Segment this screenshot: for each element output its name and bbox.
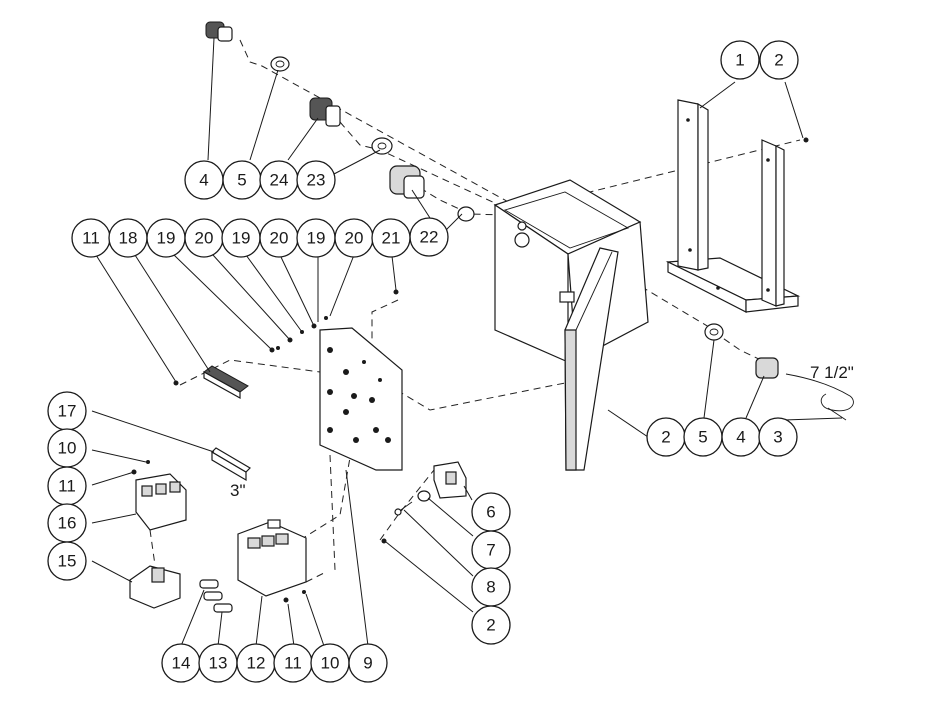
svg-text:10: 10 (58, 439, 77, 458)
cable-length-dimension: 7 1/2" (810, 363, 854, 382)
balloon-11: 11 (71, 218, 111, 258)
svg-text:18: 18 (119, 229, 138, 248)
svg-text:24: 24 (270, 171, 289, 190)
balloon-18: 18 (108, 218, 148, 258)
small-hardware (131, 137, 809, 603)
svg-text:9: 9 (363, 654, 372, 673)
svg-text:12: 12 (247, 654, 266, 673)
transformer (237, 519, 307, 597)
svg-text:11: 11 (82, 229, 100, 248)
cable-gland-24 (309, 97, 341, 127)
locknut-5-right (704, 323, 724, 341)
balloon-5: 5 (222, 160, 262, 200)
balloon-17: 17 (47, 391, 87, 431)
svg-text:8: 8 (486, 578, 495, 597)
svg-text:20: 20 (270, 229, 289, 248)
balloon-23: 23 (296, 160, 336, 200)
balloon-14: 14 (161, 643, 201, 683)
svg-text:11: 11 (284, 654, 302, 673)
washer-7 (417, 490, 431, 502)
svg-text:2: 2 (661, 428, 670, 447)
svg-text:4: 4 (199, 171, 208, 190)
balloon-9: 9 (348, 643, 388, 683)
svg-text:6: 6 (486, 503, 495, 522)
locknut-22 (457, 206, 475, 222)
leader-lines (91, 37, 843, 647)
balloon-10: 10 (47, 428, 87, 468)
svg-text:2: 2 (486, 616, 495, 635)
cable-gland-4-right (755, 357, 779, 379)
balloon-24: 24 (259, 160, 299, 200)
svg-text:5: 5 (698, 428, 707, 447)
balloon-3: 3 (758, 417, 798, 457)
balloon-16: 16 (47, 503, 87, 543)
svg-text:14: 14 (172, 654, 191, 673)
svg-text:19: 19 (157, 229, 176, 248)
balloon-11: 11 (273, 643, 313, 683)
overload-relay (129, 565, 181, 609)
balloon-22: 22 (409, 217, 449, 257)
enclosure-door (564, 247, 619, 471)
svg-text:1: 1 (735, 51, 744, 70)
balloon-7: 7 (471, 530, 511, 570)
balloon-8: 8 (471, 567, 511, 607)
mounting-bracket (665, 99, 801, 313)
svg-text:20: 20 (345, 229, 364, 248)
balloon-15: 15 (47, 541, 87, 581)
balloon-2: 2 (759, 40, 799, 80)
din-rail (211, 447, 251, 482)
balloon-10: 10 (310, 643, 350, 683)
balloon-21: 21 (371, 218, 411, 258)
balloon-11: 11 (47, 466, 87, 506)
svg-text:16: 16 (58, 514, 77, 533)
balloon-2: 2 (471, 605, 511, 645)
balloon-20: 20 (259, 218, 299, 258)
balloon-19: 19 (296, 218, 336, 258)
fuse-holder (433, 461, 467, 499)
balloon-1: 1 (720, 40, 760, 80)
locknut-23 (371, 137, 393, 155)
balloon-19: 19 (221, 218, 261, 258)
svg-text:22: 22 (420, 228, 439, 247)
back-panel (319, 327, 403, 471)
svg-text:15: 15 (58, 552, 77, 571)
balloon-20: 20 (184, 218, 224, 258)
svg-text:19: 19 (307, 229, 326, 248)
svg-text:11: 11 (58, 477, 76, 496)
din-rail-length-dimension: 3" (230, 481, 246, 500)
svg-text:21: 21 (382, 229, 401, 248)
svg-text:23: 23 (307, 171, 326, 190)
balloon-4: 4 (721, 417, 761, 457)
fuses (199, 579, 233, 613)
screw-8 (394, 501, 413, 516)
svg-text:3: 3 (773, 428, 782, 447)
svg-text:20: 20 (195, 229, 214, 248)
power-cable-3 (785, 373, 854, 421)
balloon-19: 19 (146, 218, 186, 258)
svg-text:2: 2 (774, 51, 783, 70)
svg-text:13: 13 (209, 654, 228, 673)
cable-gland-22 (389, 165, 425, 199)
svg-text:19: 19 (232, 229, 251, 248)
contactor (135, 473, 187, 531)
balloon-2: 2 (646, 417, 686, 457)
balloon-20: 20 (334, 218, 374, 258)
svg-text:4: 4 (736, 428, 745, 447)
cable-gland-4-top (205, 21, 233, 42)
locknut-5-top (270, 56, 290, 72)
balloon-6: 6 (471, 492, 511, 532)
balloon-12: 12 (236, 643, 276, 683)
svg-text:17: 17 (58, 402, 77, 421)
svg-text:10: 10 (321, 654, 340, 673)
svg-text:7: 7 (486, 541, 495, 560)
balloon-5: 5 (683, 417, 723, 457)
balloon-4: 4 (184, 160, 224, 200)
terminal-block (203, 365, 249, 400)
svg-text:5: 5 (237, 171, 246, 190)
balloon-13: 13 (198, 643, 238, 683)
